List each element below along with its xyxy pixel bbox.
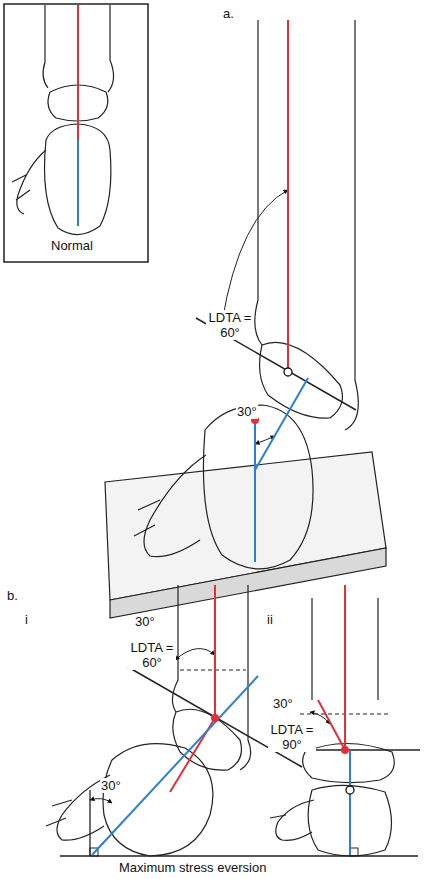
- axis-point: [341, 746, 349, 754]
- annotation-label: b.: [6, 588, 19, 603]
- annotation-label: Normal: [50, 238, 94, 253]
- angle-arc: [222, 190, 288, 322]
- reference-line: [180, 669, 246, 670]
- angle-arc: [175, 649, 215, 660]
- leg-outline: [255, 20, 359, 430]
- tibial-axis: [287, 20, 289, 368]
- tibial-axis: [214, 585, 216, 718]
- axis-point: [211, 714, 219, 722]
- heel-axis: [254, 420, 256, 562]
- leg-outline: [172, 585, 250, 770]
- annotation-label: LDTA = 90°: [268, 722, 316, 752]
- heel-axis: [255, 378, 308, 470]
- tibial-axis: [344, 585, 346, 750]
- ground-line: [60, 855, 418, 857]
- annotation-label: 30°: [236, 404, 258, 419]
- joint-center: [284, 368, 292, 376]
- ankle-joint-line: [298, 749, 420, 751]
- annotation-label: LDTA = 60°: [128, 640, 176, 670]
- calcaneus: [103, 744, 213, 856]
- calcaneus: [203, 405, 313, 569]
- talar-axis: [318, 700, 345, 750]
- annotation-label: ii: [266, 612, 274, 627]
- heel-axis: [77, 140, 79, 226]
- forefoot: [134, 455, 206, 557]
- talus: [173, 709, 242, 770]
- tibial-axis: [77, 5, 79, 140]
- annotation-label: i: [24, 612, 29, 627]
- calcaneus: [45, 124, 111, 235]
- annotation-label: 30°: [134, 614, 156, 629]
- right-angle-mark: [350, 848, 358, 856]
- inset-frame: [4, 4, 148, 262]
- heel-axis: [349, 750, 351, 855]
- annotation-label: a.: [222, 6, 235, 21]
- forefoot: [12, 150, 46, 214]
- annotation-label: 30°: [272, 696, 294, 711]
- heel-axis: [92, 676, 258, 855]
- annotation-label: LDTA = 60°: [206, 310, 254, 340]
- annotation-label: Maximum stress eversion: [118, 860, 267, 875]
- joint-center: [346, 786, 354, 794]
- angle-arc: [90, 799, 112, 803]
- annotation-label: 30°: [100, 778, 122, 793]
- forefoot: [270, 800, 314, 840]
